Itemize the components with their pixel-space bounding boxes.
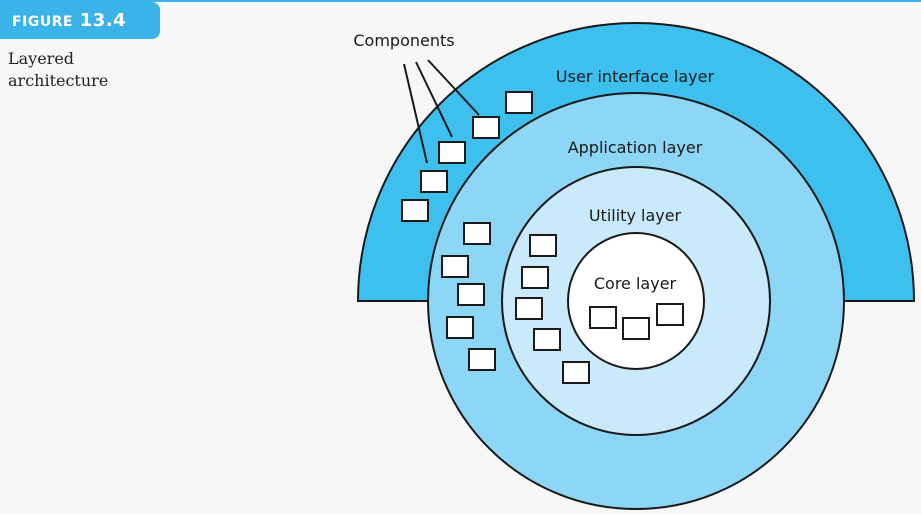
utility-layer-label: Utility layer [589,206,682,225]
pointer-line-1 [403,63,428,164]
component-pointer-lines [403,59,480,164]
user-interface-layer-label: User interface layer [556,67,715,86]
component-box [472,116,500,139]
figure-badge: Figure 13.4 [0,2,160,39]
components-label: Components [353,31,454,50]
application-layer-components [441,222,496,371]
component-box [533,328,561,351]
component-box [401,199,429,222]
figure-caption: Layered architecture [8,48,148,92]
pointer-line-2 [415,61,453,138]
component-box [656,303,684,326]
figure-label-number: 13.4 [79,10,127,31]
core-layer-shape [567,232,705,370]
core-layer-components [589,303,684,340]
component-box [438,141,466,164]
caption-line-1: Layered [8,49,75,68]
component-box [446,316,474,339]
component-box [505,91,533,114]
caption-line-2: architecture [8,71,109,90]
component-box [420,170,448,193]
ui-layer-components [401,91,533,222]
component-box [562,361,590,384]
top-rule [0,0,921,2]
component-box [521,266,549,289]
utility-layer-components [515,234,590,384]
figure-label: Figure 13.4 [12,10,126,31]
component-box [515,297,543,320]
component-box [463,222,491,245]
component-box [589,306,617,329]
component-box [622,317,650,340]
figure-label-prefix: Figure [12,14,73,30]
core-layer-label: Core layer [594,274,677,293]
component-box [468,348,496,371]
application-layer-label: Application layer [568,138,703,157]
component-box [529,234,557,257]
component-box [457,283,485,306]
component-box [441,255,469,278]
pointer-line-3 [427,59,480,116]
